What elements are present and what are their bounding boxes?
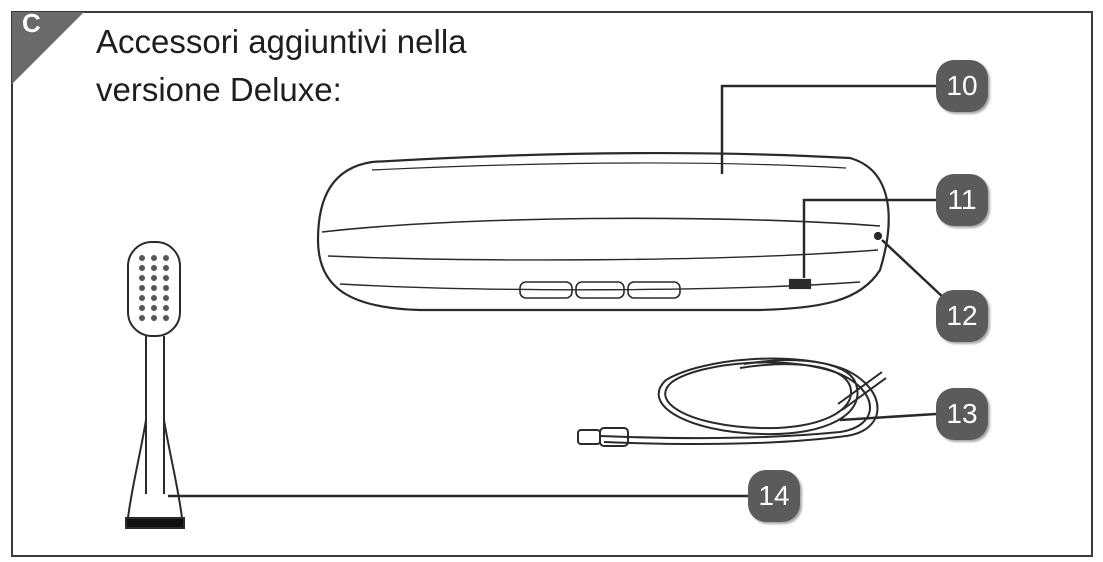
leader-lines <box>168 84 947 498</box>
brush-bristles <box>139 255 169 321</box>
callout-10: 10 <box>936 60 988 112</box>
leader-line-13 <box>839 412 937 422</box>
callout-11: 11 <box>936 174 988 226</box>
leader-line-10 <box>720 84 936 174</box>
callout-14: 14 <box>748 470 800 522</box>
figure-frame <box>11 11 1093 557</box>
section-letter: C <box>22 8 41 38</box>
callout-12: 12 <box>936 290 988 342</box>
section-corner-tab <box>12 12 84 84</box>
section-title-line-2: versione Deluxe: <box>96 71 342 108</box>
section-title-line-1: Accessori aggiuntivi nella <box>96 23 467 60</box>
usb-cable-illustration <box>577 357 887 447</box>
leader-line-11 <box>802 198 936 278</box>
leader-line-12 <box>881 239 947 301</box>
callout-13: 13 <box>936 388 988 440</box>
travel-case-illustration <box>316 151 890 312</box>
brush-head-illustration <box>125 241 185 529</box>
section-title: Accessori aggiuntivi nella versione Delu… <box>96 18 467 114</box>
